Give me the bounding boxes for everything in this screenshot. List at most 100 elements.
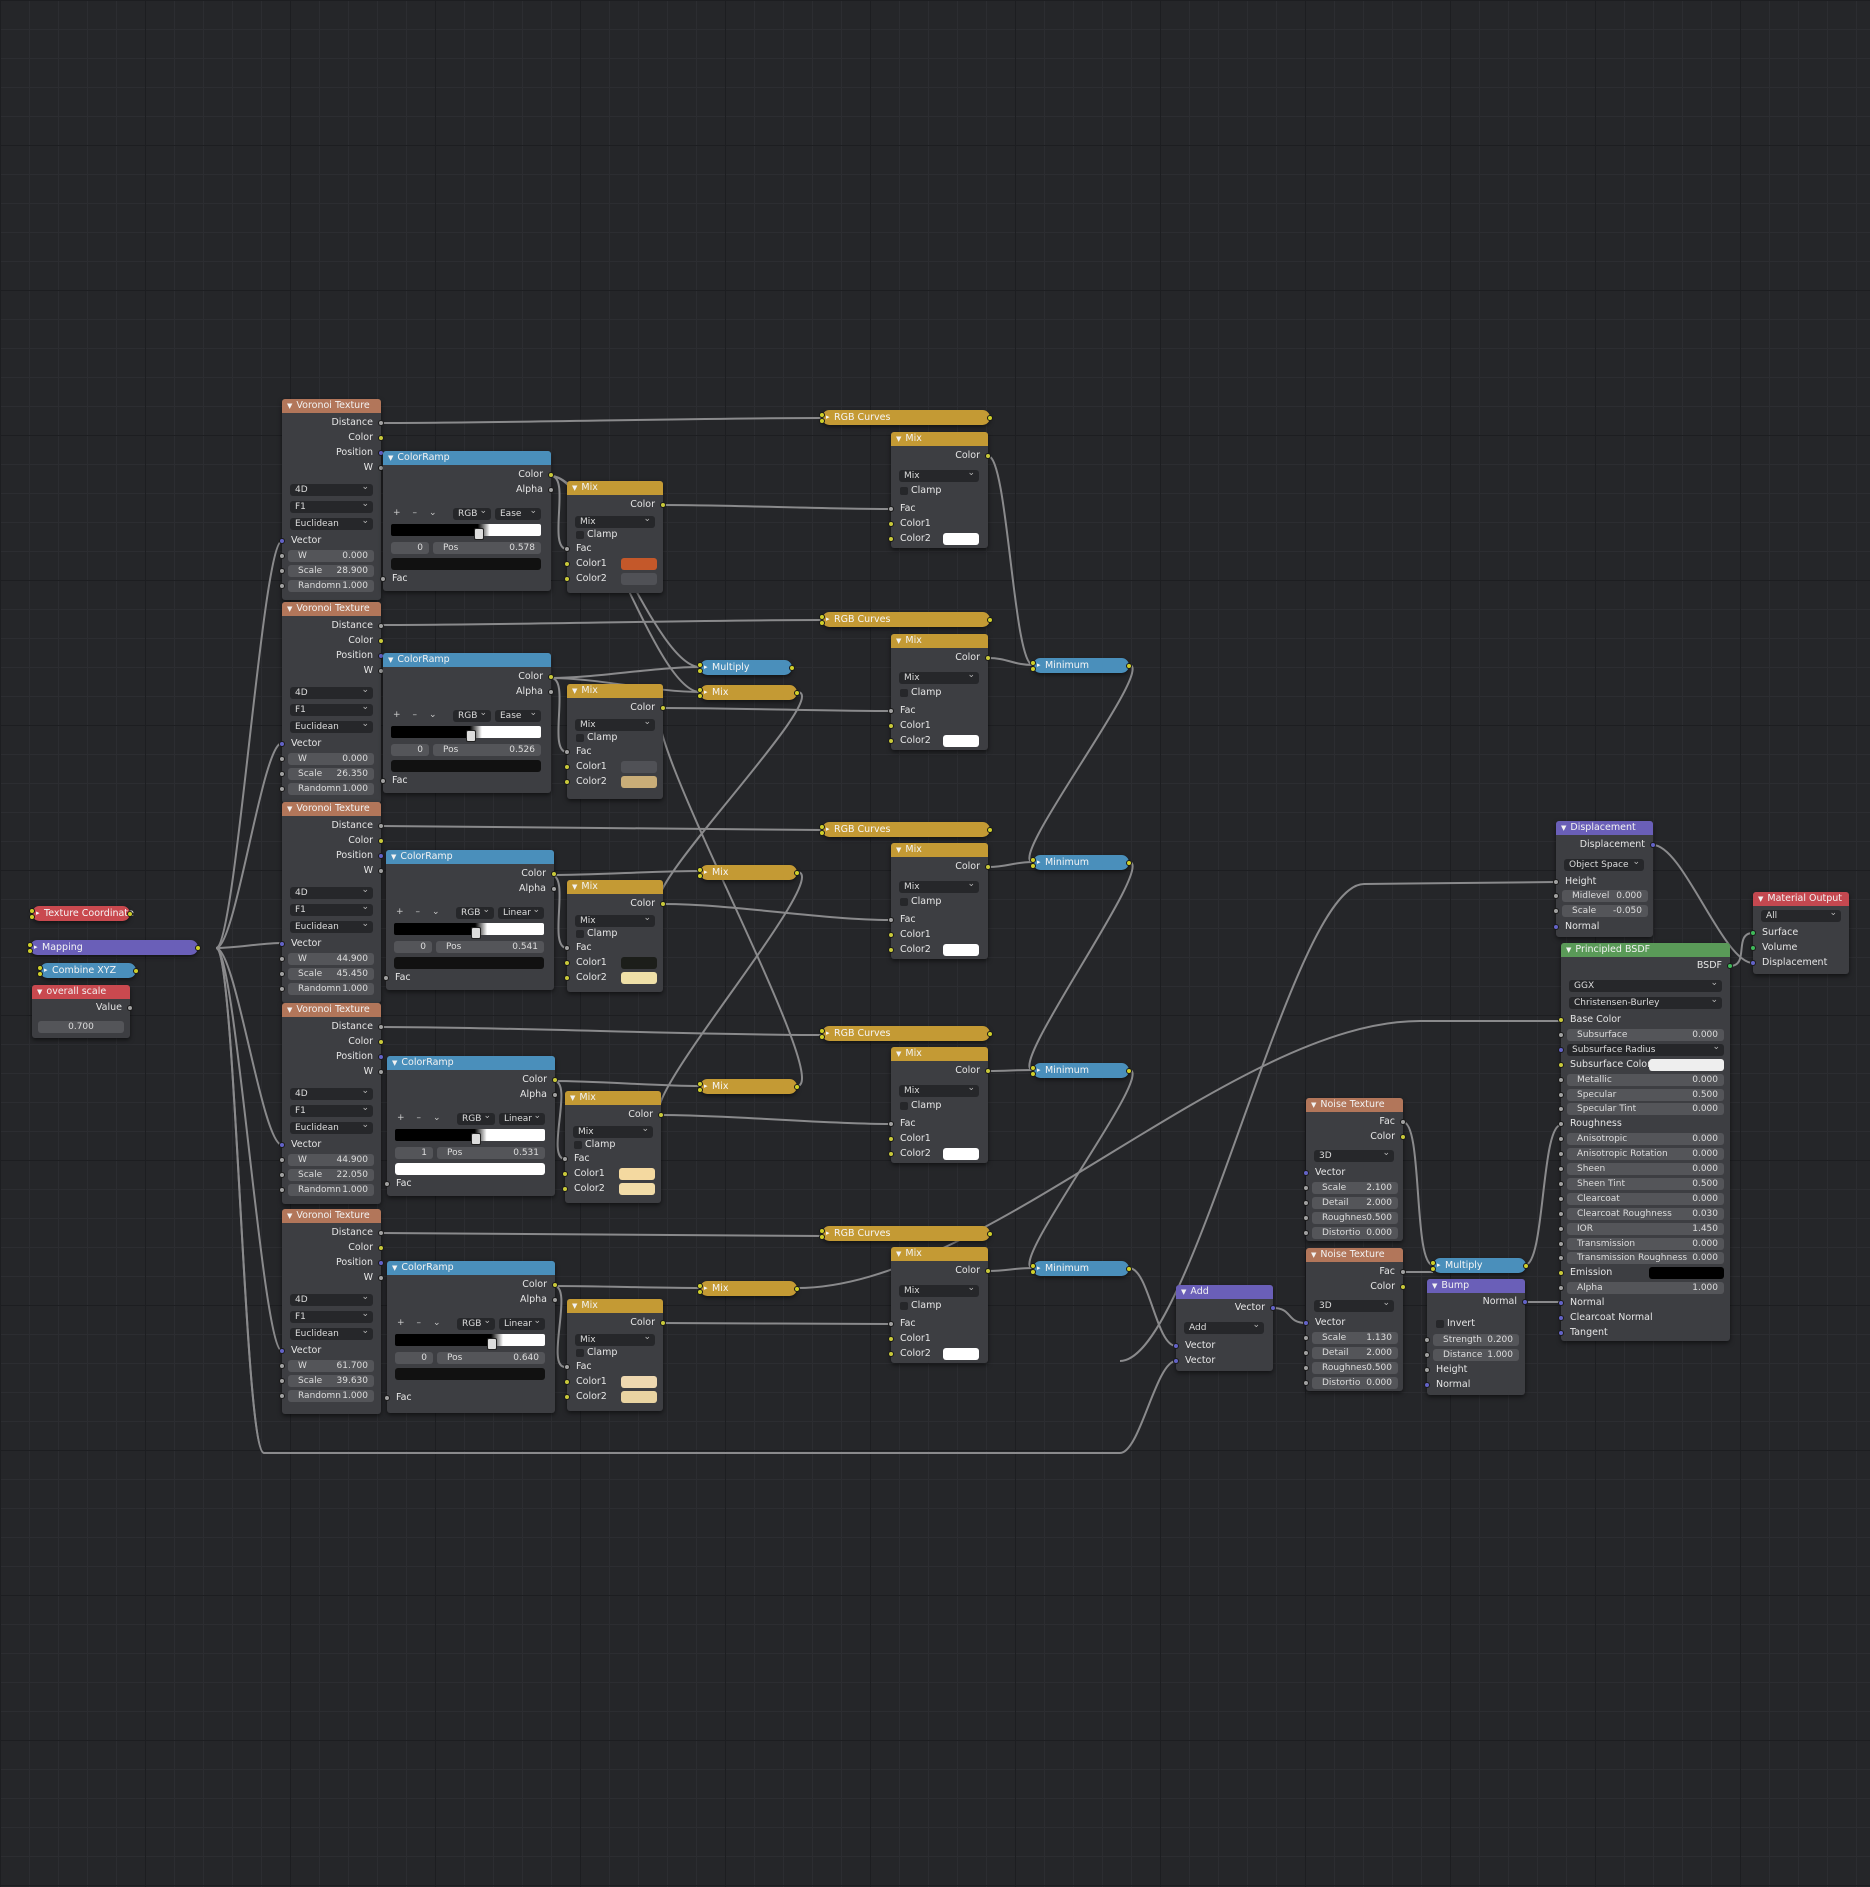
input-specular-tint-socket[interactable] xyxy=(1558,1106,1564,1113)
ramp-stop-handle[interactable] xyxy=(473,528,484,540)
color-output-socket[interactable] xyxy=(1400,1134,1406,1140)
scale-field-socket[interactable] xyxy=(279,1172,285,1178)
position-output-socket[interactable] xyxy=(378,1054,384,1060)
collapse-arrow-icon[interactable]: ▼ xyxy=(572,687,578,695)
metric-dropdown[interactable]: Euclidean xyxy=(290,515,373,530)
scale-field-socket[interactable] xyxy=(1553,908,1559,914)
node-link[interactable] xyxy=(1128,1267,1177,1347)
color-ramp-gradient[interactable] xyxy=(395,1129,545,1145)
color1-swatch[interactable] xyxy=(621,957,657,969)
noise-texture-node-header[interactable]: ▼Noise Texture xyxy=(1306,1248,1403,1262)
color1-input-socket[interactable] xyxy=(564,960,570,966)
w-output-socket[interactable] xyxy=(378,1069,384,1075)
distortion-field-socket[interactable] xyxy=(1303,1230,1309,1236)
color-output-socket[interactable] xyxy=(378,638,384,644)
minimum-node[interactable]: Minimum xyxy=(1030,658,1132,673)
colorramp-node-header[interactable]: ▼ColorRamp xyxy=(386,850,554,864)
detail-field-socket[interactable] xyxy=(1303,1350,1309,1356)
clamp-checkbox[interactable] xyxy=(900,1302,908,1310)
input-subsurface-radius[interactable]: Subsurface Radius xyxy=(1567,1041,1724,1056)
mix-node-out-socket[interactable] xyxy=(794,1286,800,1292)
texture-coordinate-node[interactable]: Texture Coordinate xyxy=(29,906,134,921)
node-link[interactable] xyxy=(1028,664,1134,863)
color2-swatch[interactable] xyxy=(621,776,657,788)
node-link[interactable] xyxy=(987,861,1034,868)
collapse-arrow-icon[interactable]: ▼ xyxy=(896,1050,902,1058)
collapse-arrow-icon[interactable]: ▼ xyxy=(287,1006,293,1014)
input-ior-socket[interactable] xyxy=(1558,1225,1564,1232)
color-output-socket[interactable] xyxy=(552,1282,558,1288)
color-output-socket[interactable] xyxy=(548,472,554,478)
blend-mode-dropdown[interactable]: Mix xyxy=(899,467,979,482)
node-link[interactable] xyxy=(1028,861,1134,1071)
color2-input-socket[interactable] xyxy=(562,1186,568,1192)
mix-node-out-socket[interactable] xyxy=(794,1084,800,1090)
color1-input-socket[interactable] xyxy=(564,764,570,770)
mapping-node-in-socket[interactable] xyxy=(27,942,33,948)
node-link[interactable] xyxy=(378,417,823,424)
material-output-node[interactable]: ▼Material OutputAllSurfaceVolumeDisplace… xyxy=(1750,892,1849,974)
color1-input-socket[interactable] xyxy=(564,561,570,567)
color2-swatch[interactable] xyxy=(943,1148,979,1160)
color-output-socket[interactable] xyxy=(552,1077,558,1083)
feature-dropdown[interactable]: F1 xyxy=(290,701,373,716)
mix-node-header[interactable]: ▼Mix xyxy=(891,1247,988,1261)
vector-input-socket[interactable] xyxy=(279,741,285,747)
fac-input-socket[interactable] xyxy=(383,975,389,981)
colorramp-node-header[interactable]: ▼ColorRamp xyxy=(383,653,551,667)
blend-mode-dropdown[interactable]: Mix xyxy=(575,716,655,731)
roughness-field-socket[interactable] xyxy=(1303,1215,1309,1221)
color-output-socket[interactable] xyxy=(551,871,557,877)
space-dropdown[interactable]: Object Space xyxy=(1564,856,1644,871)
input-sheen-tint-socket[interactable] xyxy=(1558,1180,1564,1187)
node-link[interactable] xyxy=(660,1114,892,1125)
collapse-arrow-icon[interactable]: ▼ xyxy=(1566,946,1572,954)
color-output-socket[interactable] xyxy=(378,1039,384,1045)
mix-node-header[interactable]: ▼Mix xyxy=(565,1091,661,1105)
multiply-node-in-socket[interactable] xyxy=(697,662,703,668)
scale-field[interactable]: Scale-0.050 xyxy=(1562,905,1648,917)
color2-input-socket[interactable] xyxy=(888,536,894,542)
collapse-arrow-icon[interactable]: ▼ xyxy=(287,1212,293,1220)
minimum-node-in-socket[interactable] xyxy=(1030,1263,1036,1269)
stop-index-field[interactable]: 0 xyxy=(395,1352,433,1364)
color-output-socket[interactable] xyxy=(660,901,666,907)
color2-input-socket[interactable] xyxy=(564,975,570,981)
interpolation-dropdown[interactable]: Ease xyxy=(495,707,541,722)
collapse-arrow-icon[interactable]: ▼ xyxy=(287,402,293,410)
color-mode-dropdown[interactable]: RGB xyxy=(453,707,491,722)
alpha-output-socket[interactable] xyxy=(548,487,554,493)
fac-input-socket[interactable] xyxy=(384,1395,390,1401)
collapse-arrow-icon[interactable]: ▼ xyxy=(572,883,578,891)
vector-input-socket[interactable] xyxy=(1303,1320,1309,1326)
color1-input-socket[interactable] xyxy=(564,1379,570,1385)
combine-xyz-node-in-socket[interactable] xyxy=(37,971,43,977)
distortion-field-socket[interactable] xyxy=(1303,1380,1309,1386)
rgb-curves-node-in-socket[interactable] xyxy=(819,412,825,418)
collapse-arrow-icon[interactable]: ▼ xyxy=(287,605,293,613)
overall-scale-value-node-header[interactable]: ▼overall scale xyxy=(32,985,130,999)
node-link[interactable] xyxy=(660,1322,892,1325)
node-link[interactable] xyxy=(663,504,892,510)
collapse-arrow-icon[interactable]: ▼ xyxy=(896,435,902,443)
ramp-menu-chevron-icon[interactable]: ⌄ xyxy=(433,1318,441,1328)
collapse-arrow-icon[interactable]: ▼ xyxy=(37,988,43,996)
dimensions-dropdown[interactable]: 4D xyxy=(290,481,373,496)
mix-node-header[interactable]: ▼Mix xyxy=(891,634,988,648)
node-link[interactable] xyxy=(987,1267,1034,1272)
color1-input-socket[interactable] xyxy=(888,932,894,938)
mix-node[interactable]: ▼MixColorMixClampFacColor1Color2 xyxy=(888,1247,991,1363)
node-link[interactable] xyxy=(987,657,1034,666)
